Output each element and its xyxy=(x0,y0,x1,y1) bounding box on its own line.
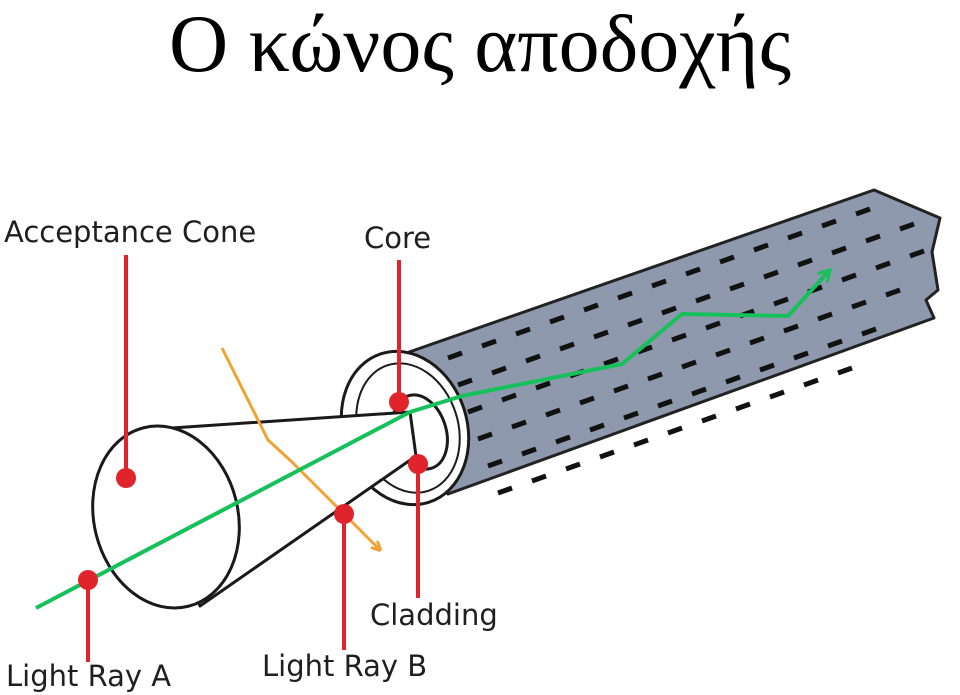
label-light-ray-a: Light Ray A xyxy=(6,659,171,693)
dot-core xyxy=(389,392,409,412)
dot-cladding xyxy=(408,454,428,474)
slide-title: Ο κώνος αποδοχής xyxy=(168,0,792,89)
label-core: Core xyxy=(364,221,431,255)
pointer-dots xyxy=(78,392,428,590)
light-ray-b xyxy=(220,347,378,548)
pointer-lines xyxy=(86,255,420,662)
dot-light-ray-a xyxy=(78,570,98,590)
label-light-ray-b: Light Ray B xyxy=(262,649,427,683)
label-acceptance-cone: Acceptance Cone xyxy=(4,215,256,249)
light-ray-a xyxy=(35,272,828,610)
jacket-stripes xyxy=(447,206,925,496)
dot-light-ray-b xyxy=(334,504,354,524)
label-cladding: Cladding xyxy=(370,598,498,632)
fiber-jacket xyxy=(390,188,942,496)
dot-acceptance-cone xyxy=(116,468,136,488)
